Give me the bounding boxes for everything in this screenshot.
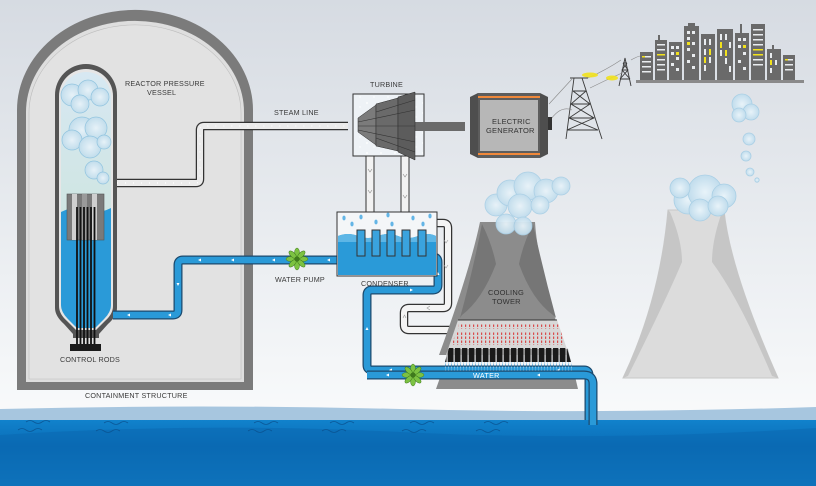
- condenser: CONDENSER: [336, 211, 438, 288]
- sea: [0, 406, 816, 486]
- feedwater-pipe: [113, 255, 339, 320]
- condenser-label: CONDENSER: [361, 279, 409, 288]
- wave-marks: [17, 420, 509, 433]
- fuel-assembly: [66, 193, 105, 241]
- city-windows: [642, 29, 793, 73]
- turbine: TURBINE: [352, 80, 465, 161]
- reactor-pressure-vessel-label-line2: VESSEL: [147, 88, 176, 97]
- city-ground-line: [636, 80, 804, 83]
- steam-line: [117, 121, 348, 188]
- control-rod-drive: [70, 344, 101, 351]
- flow-arrows: [127, 258, 330, 317]
- transmission-tower-large: [565, 77, 603, 140]
- generator-label-line2: GENERATOR: [486, 126, 535, 135]
- reactor-pressure-vessel: [55, 64, 117, 351]
- control-rods-label: CONTROL RODS: [60, 355, 120, 364]
- electric-generator: ELECTRIC GENERATOR: [470, 93, 552, 158]
- steam-cloud-cooling-tower: [484, 171, 571, 236]
- steam-line-label: STEAM LINE: [274, 108, 319, 117]
- city: [636, 23, 804, 83]
- condenser-tubes: [356, 229, 427, 257]
- turbine-label: TURBINE: [370, 80, 403, 89]
- electric-sparks: [582, 72, 618, 81]
- cooling-tower: COOLING TOWER: [436, 222, 578, 389]
- water-pipe-tower: WATER: [367, 370, 598, 425]
- reactor-pressure-vessel-label-line1: REACTOR PRESSURE: [125, 79, 205, 88]
- water-pump: WATER PUMP: [275, 247, 325, 284]
- water-label: WATER: [473, 371, 500, 380]
- condenser-droplets: [342, 212, 432, 227]
- generator-label-line1: ELECTRIC: [492, 117, 531, 126]
- transmission-towers: [548, 55, 641, 140]
- containment-structure-label: CONTAINMENT STRUCTURE: [85, 391, 188, 400]
- water-pump-label: WATER PUMP: [275, 275, 325, 284]
- cooling-tower-label-line2: TOWER: [492, 297, 521, 306]
- containment-structure: [17, 9, 253, 390]
- background-cooling-tower: [622, 209, 779, 379]
- steam-clouds-vessel: [60, 79, 112, 185]
- turbine-blades: [357, 91, 416, 161]
- control-rods: [70, 207, 101, 351]
- transmission-tower-small: [618, 57, 632, 87]
- cooling-loop-outer: [352, 218, 453, 335]
- cooling-tower-label-line1: COOLING: [488, 288, 524, 297]
- background-steam-cloud: [669, 93, 760, 222]
- cooling-water-pump: [401, 363, 425, 387]
